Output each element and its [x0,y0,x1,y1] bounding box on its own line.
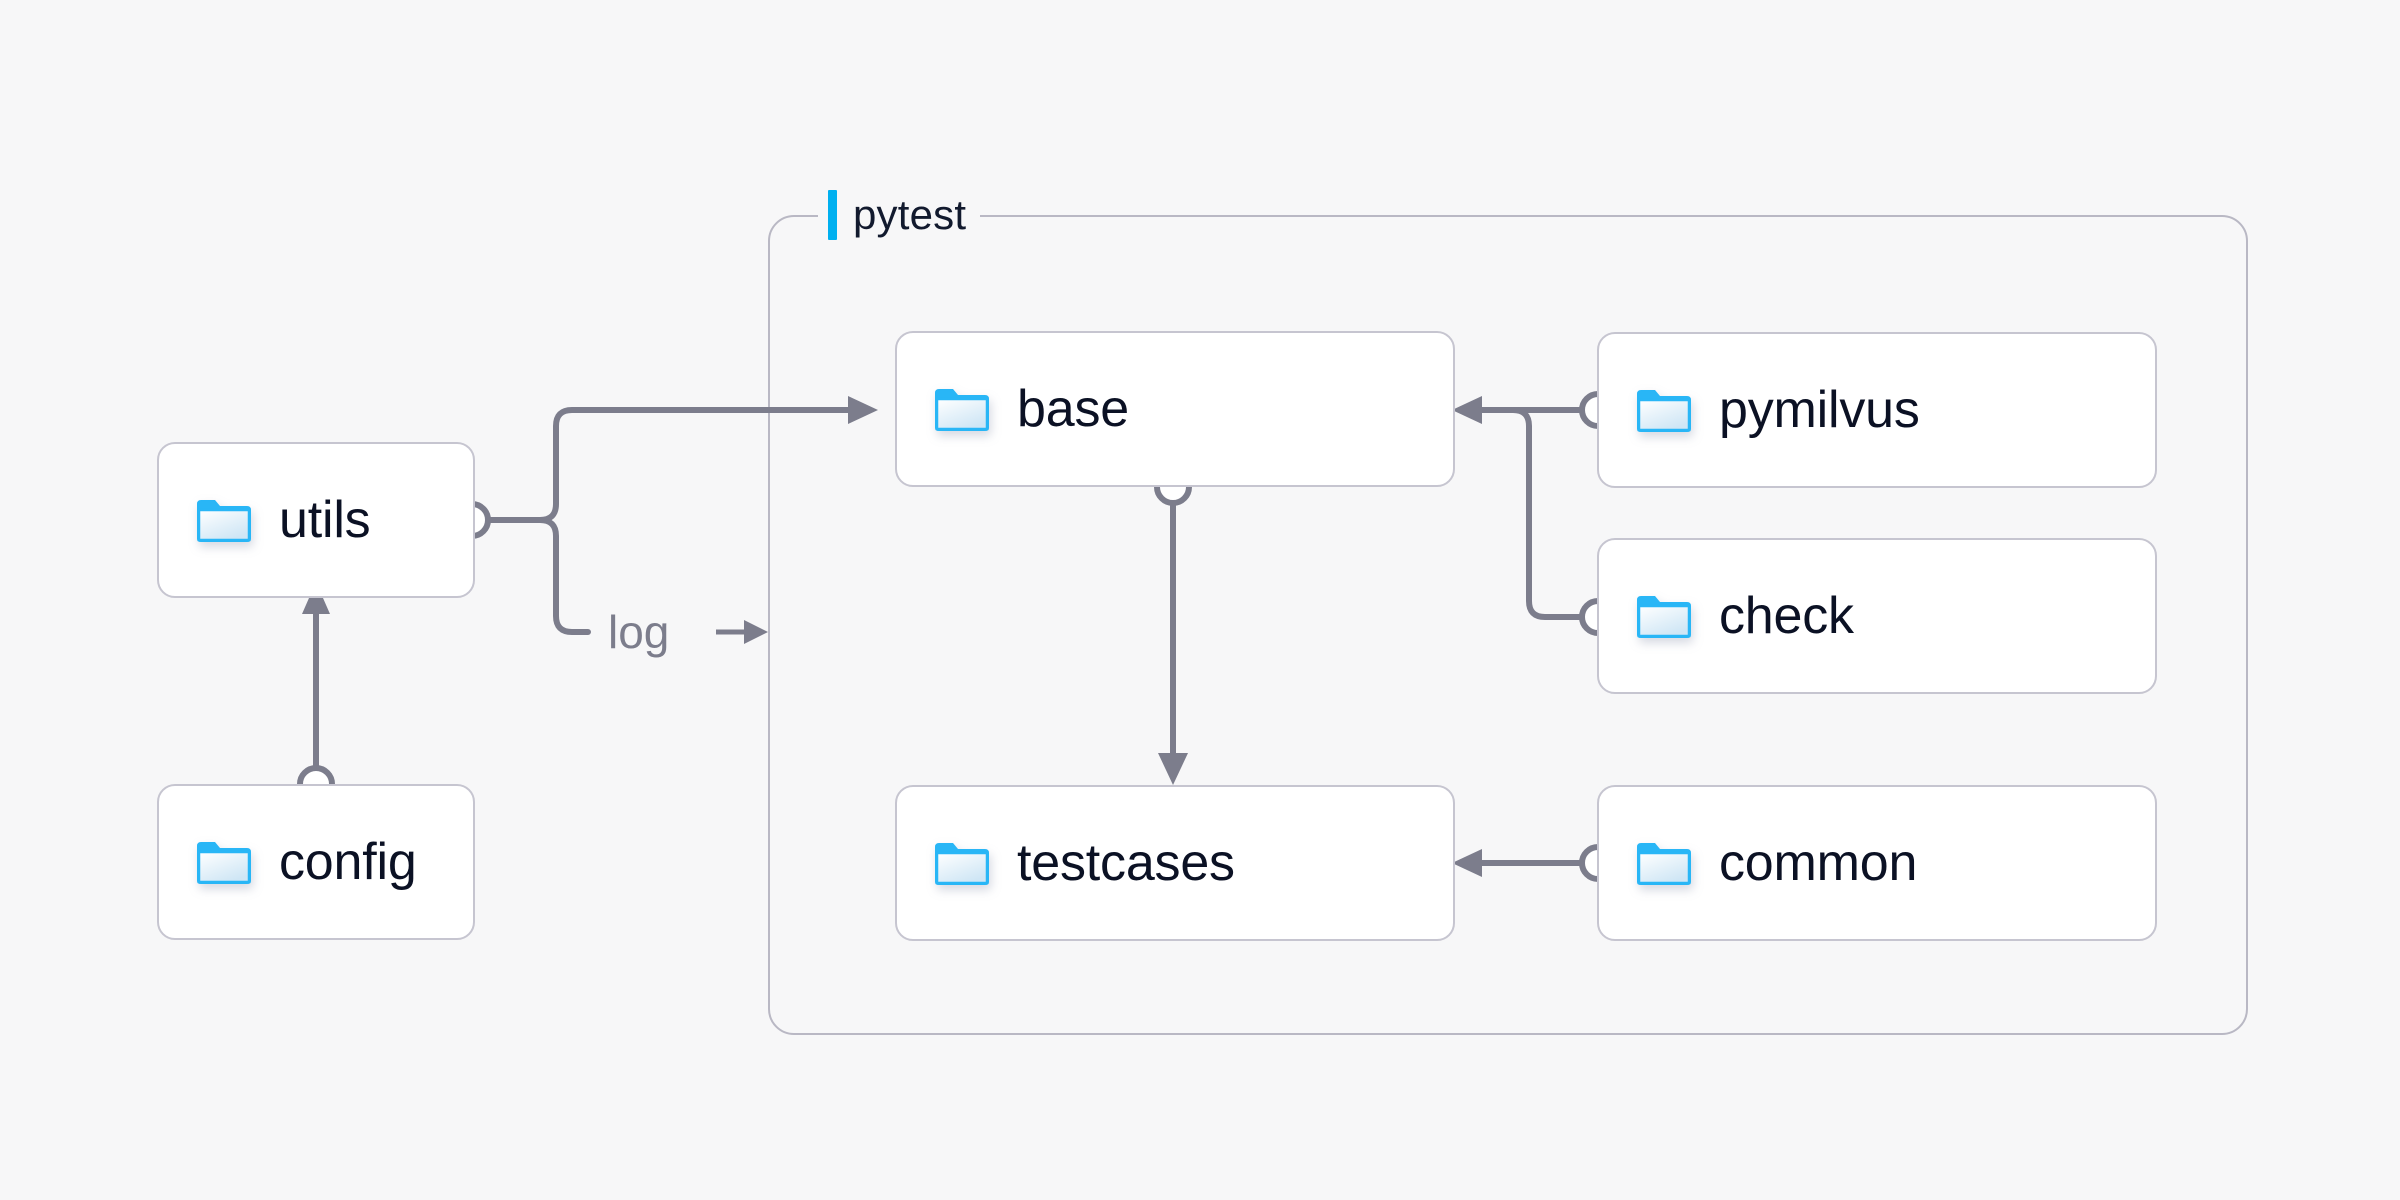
node-base[interactable]: base [895,331,1455,487]
node-testcases[interactable]: testcases [895,785,1455,941]
node-label: base [1017,380,1129,438]
folder-icon [1635,592,1693,640]
node-common[interactable]: common [1597,785,2157,941]
node-pymilvus[interactable]: pymilvus [1597,332,2157,488]
node-utils[interactable]: utils [157,442,475,598]
node-label: testcases [1017,834,1235,892]
node-label: check [1719,587,1854,645]
node-config[interactable]: config [157,784,475,940]
node-label: common [1719,834,1918,892]
group-label-pytest: pytest [818,188,981,242]
folder-icon [933,385,991,433]
folder-icon [195,496,253,544]
edge-config-to-utils [297,582,335,803]
folder-icon [195,838,253,886]
node-label: utils [279,491,371,549]
folder-icon [1635,386,1693,434]
node-label: pymilvus [1719,381,1920,439]
group-accent-bar-icon [828,190,837,240]
folder-icon [933,839,991,887]
folder-icon [1635,839,1693,887]
node-label: config [279,833,417,891]
group-label-text: pytest [853,191,967,238]
group-container-pytest [768,215,2248,1035]
edge-label-log: log [600,605,678,659]
node-check[interactable]: check [1597,538,2157,694]
